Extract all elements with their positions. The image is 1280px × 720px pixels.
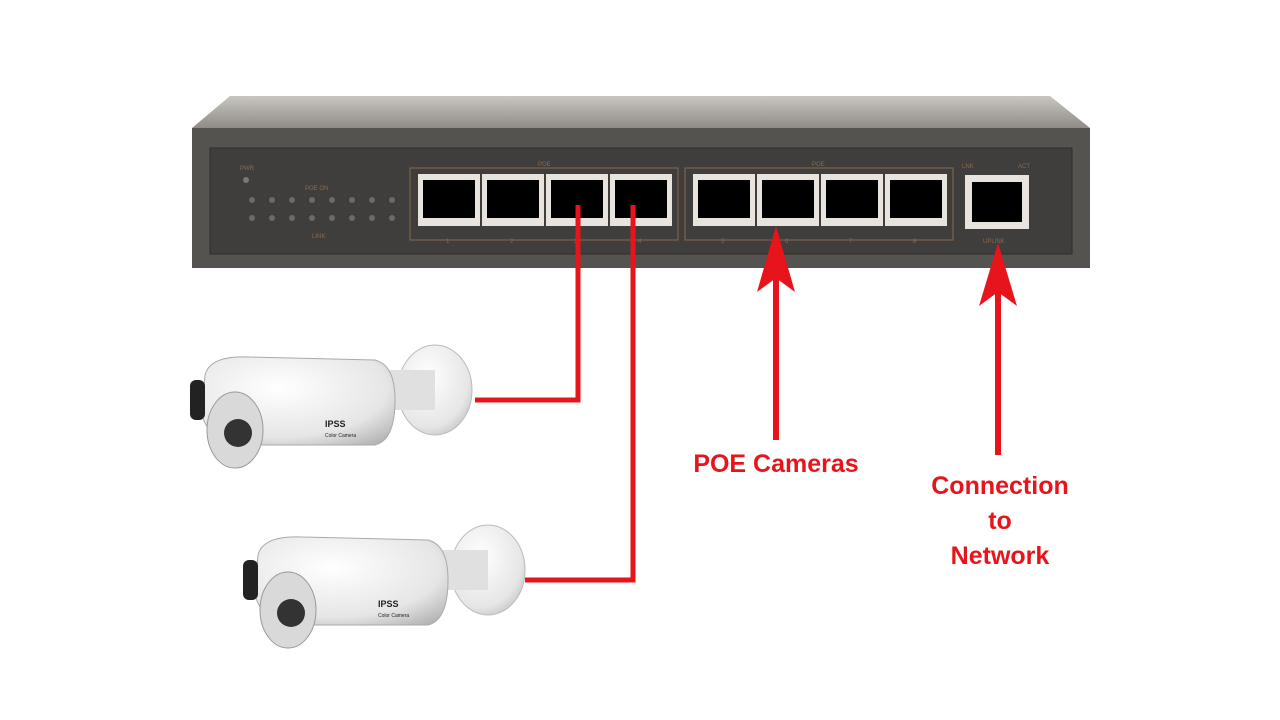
port-number: 1 xyxy=(446,239,450,245)
port-number: 7 xyxy=(849,239,853,245)
ethernet-port-8: 8 xyxy=(885,174,947,245)
arrow-poe-cameras xyxy=(757,226,795,440)
led-icon xyxy=(269,197,275,203)
port-number: 6 xyxy=(785,239,789,245)
led-icon xyxy=(389,215,395,221)
led-icon xyxy=(329,215,335,221)
cable-camera-2 xyxy=(525,205,636,583)
network-label-line1: Connection xyxy=(931,472,1069,500)
port-number: 4 xyxy=(638,239,642,245)
cable-camera-1 xyxy=(475,205,581,403)
network-label-line3: Network xyxy=(951,542,1050,570)
led-icon xyxy=(329,197,335,203)
status-leds xyxy=(249,197,395,221)
poe-on-label: POE ON xyxy=(305,186,328,192)
poe-group-label-1: POE xyxy=(538,162,551,168)
led-icon xyxy=(369,215,375,221)
ethernet-port-1: 1 xyxy=(418,174,480,245)
led-icon xyxy=(269,215,275,221)
svg-text:Color Camera: Color Camera xyxy=(325,433,356,439)
act-label: ACT xyxy=(1018,164,1030,170)
led-icon xyxy=(389,197,395,203)
bullet-camera-2: IPSS Color Camera xyxy=(243,524,526,649)
arrow-network xyxy=(979,243,1017,455)
svg-text:Color Camera: Color Camera xyxy=(378,613,409,619)
ethernet-port-4: 4 xyxy=(610,174,672,245)
uplink-label: UPLINK xyxy=(983,239,1005,245)
ethernet-port-5: 5 xyxy=(693,174,755,245)
led-icon xyxy=(289,197,295,203)
ethernet-port-7: 7 xyxy=(821,174,883,245)
led-icon xyxy=(249,215,255,221)
poe-cameras-label: POE Cameras xyxy=(693,450,858,478)
network-label-line2: to xyxy=(988,507,1012,535)
svg-text:IPSS: IPSS xyxy=(325,419,346,429)
led-icon xyxy=(309,197,315,203)
svg-text:IPSS: IPSS xyxy=(378,599,399,609)
lnk-label: LNK xyxy=(962,164,974,170)
port-number: 8 xyxy=(913,239,917,245)
pwr-label: PWR xyxy=(240,166,255,172)
poe-group-label-2: POE xyxy=(812,162,825,168)
led-icon xyxy=(289,215,295,221)
bullet-camera-1: IPSS Color Camera xyxy=(190,344,473,469)
led-icon xyxy=(249,197,255,203)
ethernet-port-6: 6 xyxy=(757,174,819,245)
link-label: LINK xyxy=(312,234,325,240)
ethernet-port-2: 2 xyxy=(482,174,544,245)
port-number: 5 xyxy=(721,239,725,245)
led-icon xyxy=(349,215,355,221)
port-number: 2 xyxy=(510,239,514,245)
led-icon xyxy=(349,197,355,203)
led-icon xyxy=(309,215,315,221)
led-icon xyxy=(369,197,375,203)
